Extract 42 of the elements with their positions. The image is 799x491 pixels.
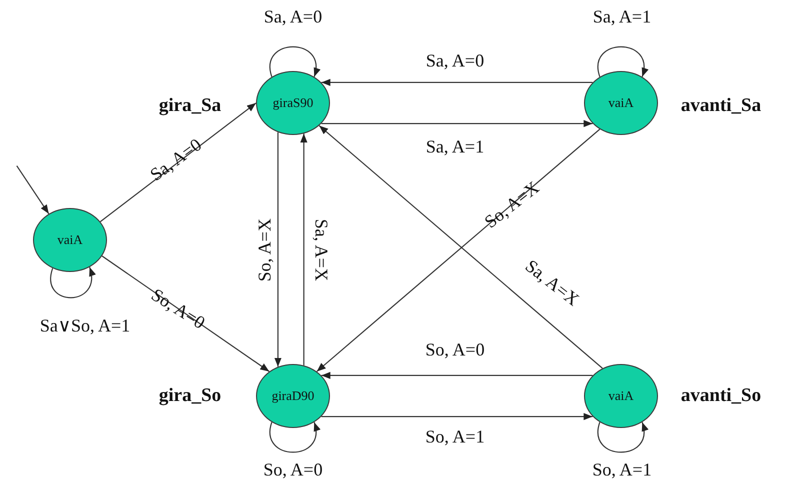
transition-arrow bbox=[102, 256, 270, 372]
state-ellipse bbox=[584, 71, 658, 135]
self-loop-arrow bbox=[50, 267, 95, 298]
self-loop-arrow bbox=[269, 422, 320, 453]
transition-arrow bbox=[274, 132, 282, 367]
edge-label: Sa, A=1 bbox=[592, 6, 652, 28]
edge-label: So, A=X bbox=[254, 218, 276, 282]
transition-arrow bbox=[321, 78, 593, 86]
state-ellipse bbox=[33, 208, 107, 272]
transition-arrow bbox=[300, 134, 308, 366]
state-name: vaiA bbox=[608, 95, 634, 111]
edge-label: So, A=0 bbox=[425, 340, 485, 360]
edge-label: So, A=0 bbox=[147, 284, 209, 334]
transition-arrow bbox=[321, 120, 593, 128]
state-title: avanti_Sa bbox=[680, 95, 762, 117]
edge-label: Sa, A=0 bbox=[426, 50, 484, 72]
state-title: avanti_So bbox=[680, 385, 762, 407]
edge-label: Sa, A=X bbox=[521, 256, 583, 310]
edge-label: So, A=1 bbox=[425, 426, 485, 448]
transition-arrow bbox=[100, 102, 256, 222]
state-name: giraS90 bbox=[272, 95, 314, 111]
transition-arrow bbox=[321, 372, 593, 380]
state-name: giraD90 bbox=[272, 388, 314, 404]
transition-arrow bbox=[16, 165, 50, 214]
self-loop-arrow bbox=[597, 46, 648, 77]
state-title: gira_So bbox=[158, 385, 222, 407]
edge-label: Sa, A=0 bbox=[264, 6, 322, 28]
self-loop-arrow bbox=[269, 46, 320, 77]
state-name: vaiA bbox=[608, 388, 634, 404]
transition-arrow bbox=[321, 412, 593, 420]
edge-label: Sa, A=X bbox=[310, 218, 332, 282]
state-ellipse bbox=[584, 364, 658, 428]
edge-label: So, A=0 bbox=[263, 460, 323, 480]
edge-label: Sa∨So, A=1 bbox=[40, 316, 130, 336]
state-ellipse bbox=[256, 364, 330, 428]
edge-label: Sa, A=1 bbox=[426, 136, 484, 158]
edge-label: So, A=1 bbox=[592, 460, 652, 480]
self-loop-arrow bbox=[597, 422, 648, 453]
state-title: gira_Sa bbox=[158, 95, 222, 117]
edge-label: Sa, A=0 bbox=[146, 134, 206, 186]
state-name: vaiA bbox=[57, 232, 83, 248]
state-ellipse bbox=[256, 71, 330, 135]
